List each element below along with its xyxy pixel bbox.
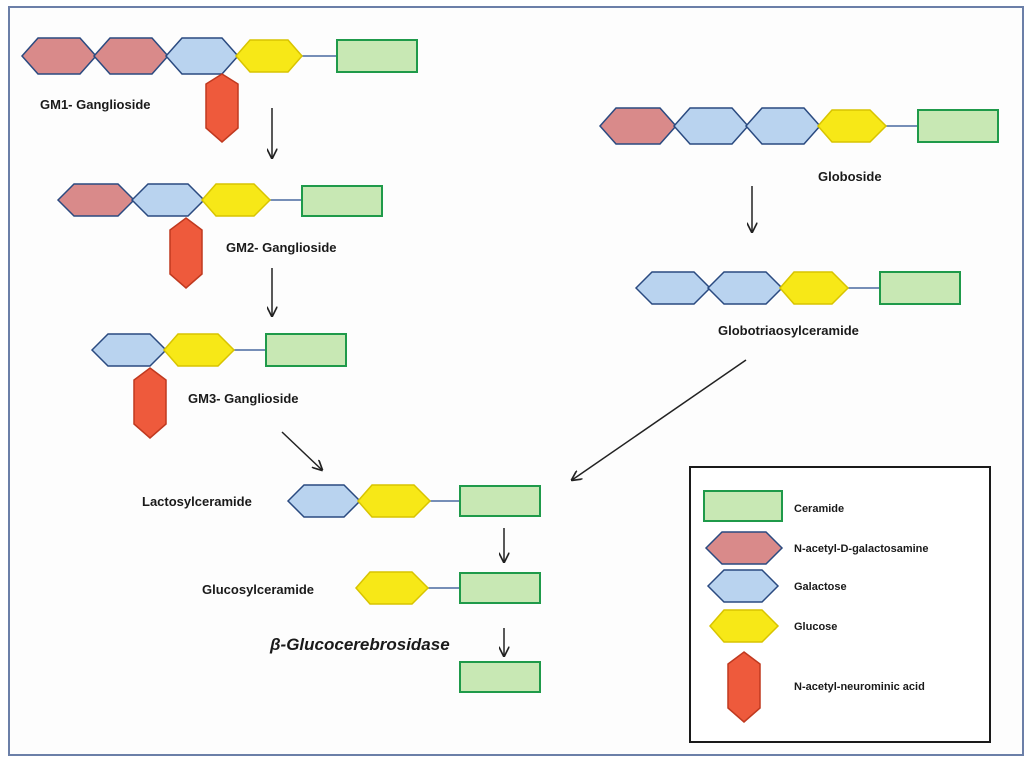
gm1-ganglioside-structure xyxy=(20,37,418,143)
galactose-unit xyxy=(286,484,362,518)
globotriaosylceramide-structure xyxy=(634,271,961,305)
legend-neuraminic-label: N-acetyl-neurominic acid xyxy=(794,681,925,693)
glucose-unit xyxy=(817,109,888,143)
ceramide-unit xyxy=(459,485,541,517)
glucosylceramide-structure xyxy=(355,571,541,605)
neuraminic-acid-unit xyxy=(133,367,167,439)
galactose-unit xyxy=(634,271,712,305)
gm3-ganglioside-structure xyxy=(90,333,347,439)
legend-glucose-swatch xyxy=(709,609,780,643)
legend-neuraminic-swatch xyxy=(727,651,761,723)
gm2-ganglioside-structure xyxy=(56,183,383,289)
galnac-unit xyxy=(598,107,678,145)
glucose-unit xyxy=(201,183,272,217)
galactose-unit xyxy=(672,107,750,145)
ceramide-product xyxy=(459,661,541,693)
glucose-unit xyxy=(779,271,850,305)
legend: Ceramide N-acetyl-D-galactosamine Galact… xyxy=(689,466,991,743)
legend-glucose-label: Glucose xyxy=(794,621,837,633)
enzyme-label: β-Glucocerebrosidase xyxy=(269,635,450,654)
ceramide-unit xyxy=(459,572,541,604)
glucose-unit xyxy=(355,571,430,605)
legend-galactose-label: Galactose xyxy=(794,581,847,593)
glucose-unit xyxy=(235,39,303,73)
globoside-label: Globoside xyxy=(818,169,882,184)
glucose-unit xyxy=(357,484,432,518)
galactose-unit xyxy=(744,107,822,145)
glucosylceramide-label: Glucosylceramide xyxy=(202,582,314,597)
glucose-unit xyxy=(163,333,236,367)
arrow-gm3-to-lactosylceramide xyxy=(281,431,322,470)
ceramide-unit xyxy=(336,39,418,73)
galnac-unit xyxy=(20,37,98,75)
gm1-label: GM1- Ganglioside xyxy=(40,97,151,112)
legend-ceramide-label: Ceramide xyxy=(794,503,844,515)
ceramide-unit xyxy=(879,271,961,305)
legend-galnac-swatch xyxy=(704,531,784,565)
galactose-unit xyxy=(90,333,168,367)
legend-ceramide-swatch xyxy=(703,490,783,522)
globotriaosylceramide-label: Globotriaosylceramide xyxy=(718,323,859,338)
galactose-unit xyxy=(130,183,206,217)
gm3-label: GM3- Ganglioside xyxy=(188,391,299,406)
ceramide-unit xyxy=(301,185,383,217)
arrow-globotriaosylceramide-to-lactosylceramide xyxy=(572,359,747,480)
ceramide-unit xyxy=(265,333,347,367)
legend-galnac-label: N-acetyl-D-galactosamine xyxy=(794,543,929,555)
neuraminic-acid-unit xyxy=(169,217,203,289)
galactose-unit xyxy=(706,271,784,305)
legend-galactose-swatch xyxy=(706,569,780,603)
pathway-arrows xyxy=(272,108,752,656)
ceramide-unit xyxy=(917,109,999,143)
lactosylceramide-structure xyxy=(286,484,541,518)
neuraminic-acid-unit xyxy=(205,73,239,143)
gm2-label: GM2- Ganglioside xyxy=(226,240,337,255)
galnac-unit xyxy=(92,37,170,75)
galnac-unit xyxy=(56,183,136,217)
globoside-structure xyxy=(598,107,999,145)
lactosylceramide-label: Lactosylceramide xyxy=(142,494,252,509)
galactose-unit xyxy=(164,37,240,75)
